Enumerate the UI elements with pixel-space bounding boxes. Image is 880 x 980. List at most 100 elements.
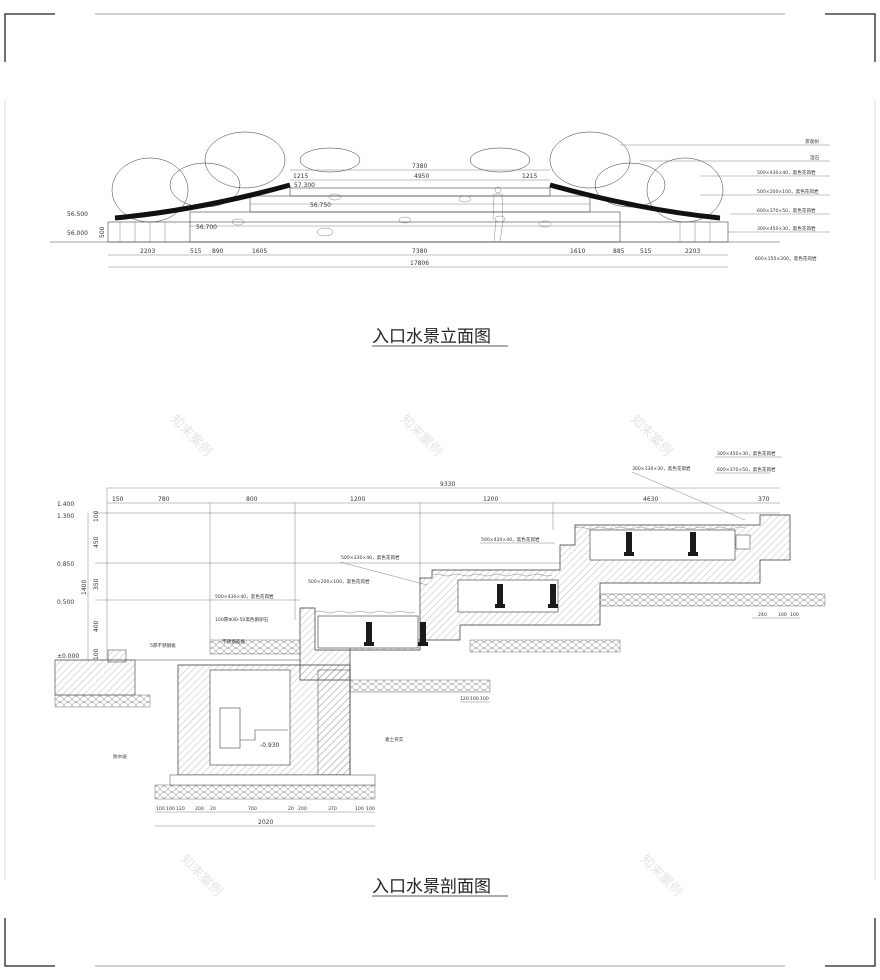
pit-dims: 100 100 120 200 20 700 20 200 370 100 10… [156, 806, 375, 812]
svg-text:100: 100 [93, 510, 100, 522]
svg-text:370: 370 [328, 806, 337, 812]
svg-text:4630: 4630 [643, 496, 658, 503]
svg-text:100: 100 [790, 612, 799, 618]
svg-text:56.500: 56.500 [67, 211, 88, 218]
svg-text:885: 885 [613, 248, 625, 255]
svg-text:4950: 4950 [414, 173, 429, 180]
svg-text:7380: 7380 [412, 163, 427, 170]
svg-text:500×430×40，黑色花岗岩: 500×430×40，黑色花岗岩 [481, 536, 540, 543]
svg-text:2203: 2203 [140, 248, 155, 255]
svg-text:湿石: 湿石 [810, 154, 820, 161]
svg-text:防水层: 防水层 [113, 753, 127, 760]
svg-text:1610: 1610 [570, 248, 585, 255]
svg-text:0.850: 0.850 [57, 561, 74, 568]
svg-text:150: 150 [112, 496, 124, 503]
svg-text:500×430×40，黑色花岗岩: 500×430×40，黑色花岗岩 [757, 169, 816, 176]
svg-text:1200: 1200 [350, 496, 365, 503]
trees-left [111, 131, 361, 223]
svg-text:200: 200 [195, 806, 204, 812]
trees-right [469, 131, 724, 223]
svg-text:890: 890 [212, 248, 224, 255]
svg-text:20: 20 [210, 806, 216, 812]
svg-text:800: 800 [246, 496, 258, 503]
svg-text:780: 780 [158, 496, 170, 503]
svg-text:1215: 1215 [293, 173, 308, 180]
elevation-callouts: 景观树 湿石 500×430×40，黑色花岗岩 500×200×100，黑色花岗… [620, 138, 830, 262]
svg-text:1.400: 1.400 [57, 501, 74, 508]
svg-text:100: 100 [156, 806, 165, 812]
svg-text:515: 515 [190, 248, 202, 255]
svg-text:知末案例: 知末案例 [167, 412, 215, 460]
watermarks: 知末案例 知末案例 知末案例 知末案例 知末案例 [167, 412, 685, 900]
svg-text:350: 350 [93, 578, 100, 590]
svg-text:2203: 2203 [685, 248, 700, 255]
svg-text:1.300: 1.300 [57, 513, 74, 520]
svg-text:1215: 1215 [522, 173, 537, 180]
svg-text:200: 200 [298, 806, 307, 812]
svg-text:500×200×100，黑色花岗岩: 500×200×100，黑色花岗岩 [308, 578, 370, 585]
svg-text:600×150×200，黑色花岗岩: 600×150×200，黑色花岗岩 [755, 255, 817, 262]
elevation-bottom-dims: 2203 515 890 1605 7380 1610 885 515 2203 [140, 248, 700, 255]
svg-text:600×370×50，黑色花岗岩: 600×370×50，黑色花岗岩 [757, 207, 816, 214]
section-title: 入口水景剖面图 [372, 877, 491, 897]
svg-text:100: 100 [166, 806, 175, 812]
elevation-title: 入口水景立面图 [372, 327, 491, 347]
svg-text:56.750: 56.750 [310, 202, 331, 209]
svg-text:知末案例: 知末案例 [637, 852, 685, 900]
svg-text:100厚Φ30-50黑色鹅卵石: 100厚Φ30-50黑色鹅卵石 [215, 616, 269, 623]
svg-text:300×450×30，黑色花岗岩: 300×450×30，黑色花岗岩 [757, 225, 816, 232]
svg-text:600×370×50，黑色花岗岩: 600×370×50，黑色花岗岩 [717, 466, 776, 473]
svg-text:700: 700 [248, 806, 257, 812]
svg-text:56.700: 56.700 [196, 224, 217, 231]
pump-icon [219, 707, 288, 749]
svg-text:120: 120 [460, 696, 469, 702]
svg-text:100: 100 [366, 806, 375, 812]
svg-text:2020: 2020 [258, 819, 273, 826]
svg-text:300×450×30，黑色花岗岩: 300×450×30，黑色花岗岩 [717, 450, 776, 457]
svg-text:17806: 17806 [410, 260, 429, 267]
svg-text:100: 100 [480, 696, 489, 702]
svg-text:景观树: 景观树 [805, 138, 819, 145]
section-callouts: 300×450×30，黑色花岗岩 600×370×50，黑色花岗岩 300×13… [113, 450, 782, 760]
section-vertical-dims: 100 450 350 400 100 [93, 510, 100, 660]
section-drawing: 9330 150 780 800 1200 1200 4630 370 1.40… [54, 450, 826, 897]
svg-text:知末案例: 知末案例 [397, 412, 445, 460]
svg-text:450: 450 [93, 536, 100, 548]
svg-text:370: 370 [758, 496, 770, 503]
svg-text:57.300: 57.300 [294, 182, 315, 189]
svg-text:500×330×40，黑色花岗岩: 500×330×40，黑色花岗岩 [341, 554, 400, 561]
svg-text:20: 20 [288, 806, 294, 812]
svg-text:100: 100 [93, 648, 100, 660]
svg-text:5厚不锈钢板: 5厚不锈钢板 [150, 642, 176, 649]
svg-text:7380: 7380 [412, 248, 427, 255]
svg-text:不锈钢盖板: 不锈钢盖板 [222, 638, 245, 645]
svg-text:素土夯实: 素土夯实 [385, 736, 404, 743]
svg-text:500×200×100，黑色花岗岩: 500×200×100，黑色花岗岩 [757, 188, 819, 195]
svg-text:500×430×40，黑色花岗岩: 500×430×40，黑色花岗岩 [215, 593, 274, 600]
svg-text:知末案例: 知末案例 [627, 412, 675, 460]
svg-text:400: 400 [93, 620, 100, 632]
svg-text:9330: 9330 [440, 481, 455, 488]
elevation-drawing: 7380 1215 4950 1215 57.300 56.750 56.700… [50, 131, 830, 347]
human-figure-icon [492, 186, 504, 243]
svg-text:1200: 1200 [483, 496, 498, 503]
svg-text:1605: 1605 [252, 248, 267, 255]
svg-text:-0.930: -0.930 [260, 742, 280, 749]
svg-text:100: 100 [470, 696, 479, 702]
svg-text:100: 100 [355, 806, 364, 812]
section-levels: 1.400 1.300 0.850 0.500 ±0.000 [57, 501, 79, 660]
svg-text:56.000: 56.000 [67, 230, 88, 237]
svg-text:1400: 1400 [81, 580, 88, 595]
svg-text:知末案例: 知末案例 [177, 852, 225, 900]
svg-text:120: 120 [176, 806, 185, 812]
underwater-light-icons [364, 532, 698, 646]
section-top-dims: 150 780 800 1200 1200 4630 370 [112, 496, 770, 503]
sheet-frame [4, 13, 876, 967]
svg-text:100: 100 [778, 612, 787, 618]
svg-text:240: 240 [758, 612, 767, 618]
svg-text:0.500: 0.500 [57, 599, 74, 606]
svg-text:300×130×30，黑色花岗岩: 300×130×30，黑色花岗岩 [632, 465, 691, 472]
svg-text:515: 515 [640, 248, 652, 255]
svg-text:±0.000: ±0.000 [57, 653, 79, 660]
